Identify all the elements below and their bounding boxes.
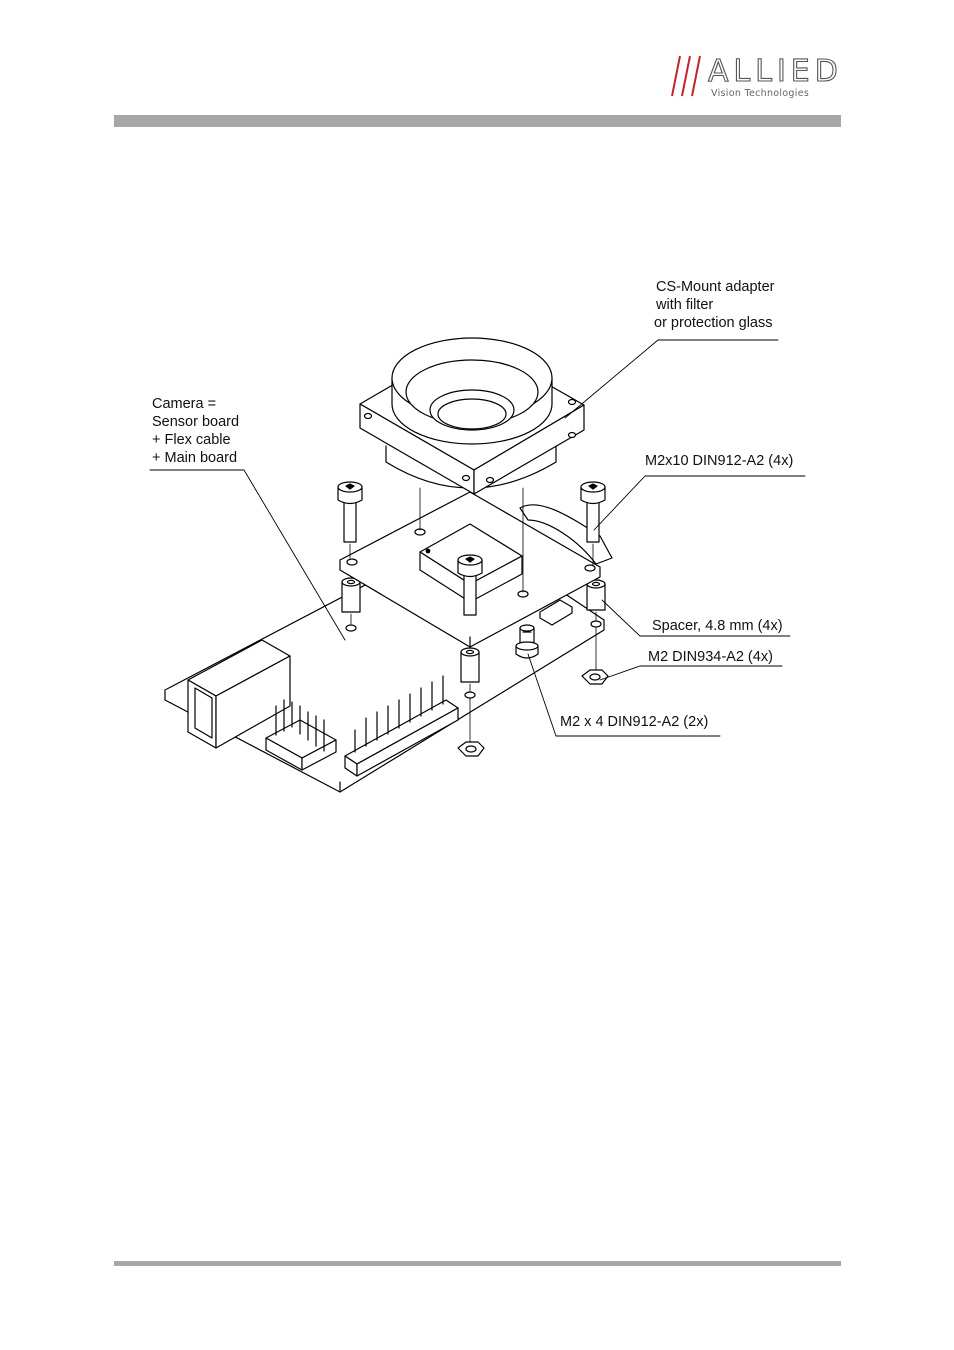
callout-line: or protection glass	[654, 314, 774, 332]
callout-spacer: Spacer, 4.8 mm (4x)	[652, 617, 783, 635]
callout-m2x10-screw: M2x10 DIN912-A2 (4x)	[645, 452, 793, 470]
callout-line: Sensor board	[152, 413, 239, 431]
callout-line: CS-Mount adapter	[656, 278, 774, 296]
callout-line: + Main board	[152, 449, 239, 467]
callout-nut: M2 DIN934-A2 (4x)	[648, 648, 773, 666]
callout-line: + Flex cable	[152, 431, 239, 449]
callout-camera: Camera = Sensor board + Flex cable + Mai…	[152, 395, 239, 467]
callout-line: Camera =	[152, 395, 239, 413]
callout-m2x4-screw: M2 x 4 DIN912-A2 (2x)	[560, 713, 708, 731]
callout-cs-mount-adapter: CS-Mount adapter with filter or protecti…	[656, 278, 774, 332]
callout-line: with filter	[656, 296, 774, 314]
cs-mount-adapter	[360, 338, 584, 494]
